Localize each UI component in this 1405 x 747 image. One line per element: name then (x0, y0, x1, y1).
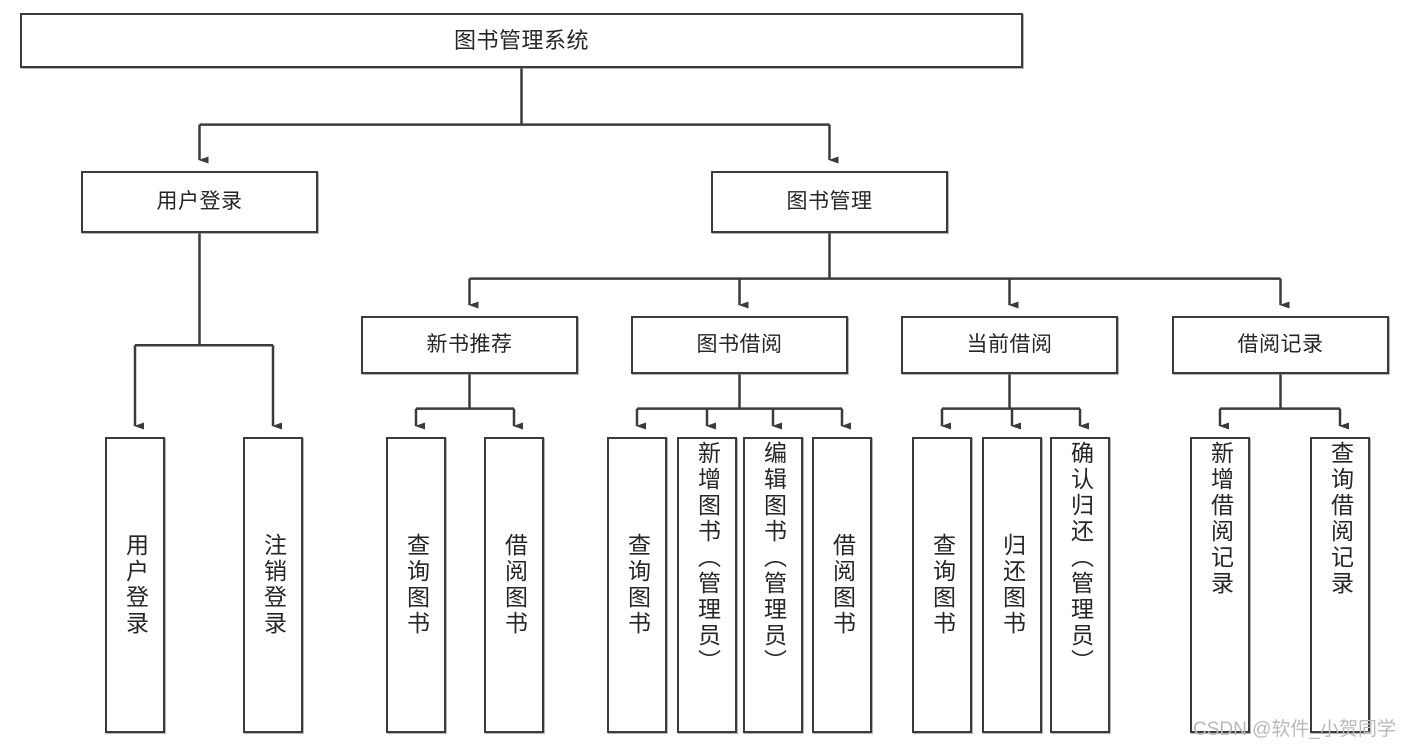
node-label: 查询图书 (624, 533, 651, 637)
node-label: 新增图书（管理员） (694, 441, 721, 675)
node-label: 用户登录 (156, 189, 243, 213)
node-book-manage[interactable]: 图书管理 (711, 171, 948, 233)
node-user-login[interactable]: 用户登录 (81, 171, 318, 233)
node-leaf-add-record[interactable]: 新增借阅记录 (1190, 437, 1250, 733)
node-leaf-confirm-return[interactable]: 确认归还（管理员） (1050, 437, 1110, 733)
node-new-book-rec[interactable]: 新书推荐 (361, 316, 578, 374)
node-leaf-query-book-3[interactable]: 查询图书 (912, 437, 972, 733)
node-leaf-query-book-1[interactable]: 查询图书 (386, 437, 446, 733)
node-leaf-borrow-book-2[interactable]: 借阅图书 (812, 437, 872, 733)
node-label: 当前借阅 (966, 332, 1053, 356)
node-label: 用户登录 (122, 533, 149, 637)
node-label: 图书管理系统 (453, 27, 589, 53)
node-leaf-return-book[interactable]: 归还图书 (982, 437, 1042, 733)
node-label: 借阅图书 (829, 533, 856, 637)
node-leaf-query-book-2[interactable]: 查询图书 (607, 437, 667, 733)
node-label: 新增借阅记录 (1207, 441, 1234, 597)
node-root[interactable]: 图书管理系统 (20, 13, 1023, 68)
node-leaf-query-record[interactable]: 查询借阅记录 (1310, 437, 1370, 733)
node-label: 新书推荐 (426, 332, 513, 356)
node-label: 图书借阅 (696, 332, 783, 356)
node-label: 查询借阅记录 (1327, 441, 1354, 597)
node-label: 借阅图书 (501, 533, 528, 637)
node-leaf-user-login[interactable]: 用户登录 (105, 437, 165, 733)
node-label: 查询图书 (403, 533, 430, 637)
node-label: 确认归还（管理员） (1067, 441, 1094, 675)
node-label: 归还图书 (999, 533, 1026, 637)
node-leaf-borrow-book-1[interactable]: 借阅图书 (484, 437, 544, 733)
node-book-borrow[interactable]: 图书借阅 (631, 316, 848, 374)
node-current-borrow[interactable]: 当前借阅 (901, 316, 1118, 374)
node-label: 查询图书 (929, 533, 956, 637)
node-leaf-edit-book[interactable]: 编辑图书（管理员） (743, 437, 803, 733)
node-label: 注销登录 (260, 533, 287, 637)
node-label: 图书管理 (786, 189, 873, 213)
node-label: 借阅记录 (1237, 332, 1324, 356)
node-leaf-user-logout[interactable]: 注销登录 (243, 437, 303, 733)
node-borrow-record[interactable]: 借阅记录 (1172, 316, 1389, 374)
node-label: 编辑图书（管理员） (760, 441, 787, 675)
node-leaf-add-book[interactable]: 新增图书（管理员） (677, 437, 737, 733)
